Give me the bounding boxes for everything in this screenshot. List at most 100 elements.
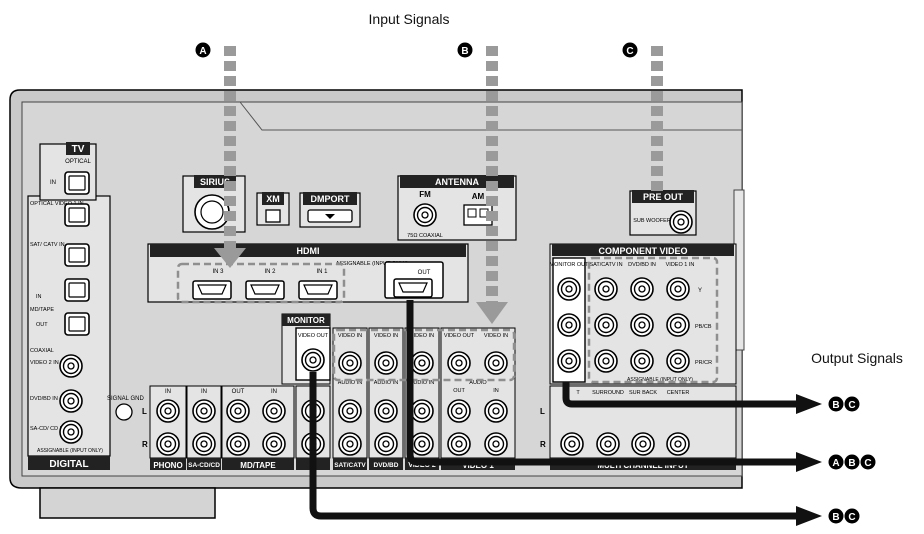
marker-b-letter: B: [461, 46, 468, 57]
tv-label: TV: [72, 144, 85, 155]
sacd-coaxial-port: [60, 421, 82, 443]
hdmi-in1-label: IN 1: [316, 269, 328, 275]
component-dvd-bd-in-label: DVD/BD IN: [628, 262, 656, 268]
video1-video-out-jack: [448, 352, 470, 374]
marker-c: C: [623, 43, 638, 58]
component-sat-pr-jack: [595, 350, 617, 372]
output3-marker-c: C: [848, 512, 855, 523]
md-out-label: OUT: [36, 322, 48, 328]
output1-marker-b: B: [832, 400, 839, 411]
component-sat-y-jack: [595, 278, 617, 300]
fm-label: FM: [419, 190, 431, 199]
component-pr-label: PR/CR: [695, 360, 712, 366]
output1-markers: B C: [829, 397, 860, 412]
am-label: AM: [472, 192, 485, 201]
dvd-bd-video-in-jack: [375, 352, 397, 374]
video1-audio-out-l-jack: [448, 400, 470, 422]
hdmi-in1-port: [299, 281, 337, 299]
sat-catv-analog-label: SAT/CATV: [334, 462, 366, 469]
hdmi-out-port: [394, 279, 432, 297]
component-video1-y-jack: [667, 278, 689, 300]
marker-c-letter: C: [626, 46, 633, 57]
dvd-bd-audio-l-jack: [375, 400, 397, 422]
md-tape-out-l-jack: [227, 400, 249, 422]
md-tape-in-label: IN: [271, 389, 277, 395]
hdmi-in2-label: IN 2: [264, 269, 276, 275]
analog-r-label: R: [142, 440, 148, 449]
component-video-label: COMPONENT VIDEO: [598, 246, 687, 256]
signal-gnd-terminal: [116, 404, 132, 420]
phono-l-jack: [157, 400, 179, 422]
video1-video-in-jack: [485, 352, 507, 374]
output2-markers: A B C: [829, 455, 876, 470]
sat-catv-label: SAT/ CATV IN: [30, 242, 65, 248]
component-y-label: Y: [698, 288, 702, 294]
sat-catv-video-in-jack: [339, 352, 361, 374]
coaxial-label: COAXIAL: [30, 348, 54, 354]
sub-woofer-label: SUB WOOFER: [633, 218, 671, 224]
analog-l-label: L: [142, 407, 147, 416]
sub-woofer-port: [670, 211, 692, 233]
tv-optical-port: [65, 172, 89, 194]
output2-marker-c: C: [864, 458, 871, 469]
md-tape-label: MD/TAPE: [30, 307, 54, 313]
mc-sur-back-label: SUR BACK: [629, 390, 657, 396]
xm-label: XM: [266, 194, 280, 204]
phono-r-jack: [157, 433, 179, 455]
xm-port: [266, 210, 280, 222]
digital-assignable-label: ASSIGNABLE (INPUT ONLY): [37, 448, 103, 454]
video1-video-in-label: VIDEO IN: [484, 333, 508, 339]
output-signals-caption: Output Signals: [811, 350, 903, 366]
mc-center-jack: [667, 433, 689, 455]
component-monitor-out-label: MONITOR OUT: [549, 262, 589, 268]
tv-optical-label: OPTICAL: [65, 159, 91, 165]
video1-audio-in-label: IN: [493, 388, 499, 394]
hdmi-label: HDMI: [297, 246, 320, 256]
hdmi-in2-port: [246, 281, 284, 299]
marker-a: A: [196, 43, 211, 58]
sacd-l-jack: [193, 400, 215, 422]
fm-antenna-port: [414, 204, 436, 226]
phono-in-label: IN: [165, 389, 171, 395]
md-tape-in-l-jack: [263, 400, 285, 422]
video1-audio-out-label: OUT: [453, 388, 465, 394]
md-tape-optical-out-port: [65, 313, 89, 335]
component-video-section: COMPONENT VIDEO MONITOR OUT SAT/CATV IN …: [549, 244, 736, 384]
video2-audio-r-jack: [411, 433, 433, 455]
dmport-label: DMPORT: [311, 194, 350, 204]
video1-audio-out-r-jack: [448, 433, 470, 455]
md-tape-out-r-jack: [227, 433, 249, 455]
component-sat-catv-in-label: SAT/CATV IN: [589, 262, 622, 268]
monitor-video-out-label: VIDEO OUT: [298, 333, 329, 339]
output2-marker-a: A: [832, 458, 839, 469]
marker-b: B: [458, 43, 473, 58]
dvd-bd-coaxial-port: [60, 390, 82, 412]
component-monitor-y-jack: [558, 278, 580, 300]
md-tape-analog-label: MD/TAPE: [240, 461, 276, 470]
mc-front-r-jack: [561, 433, 583, 455]
md-in-label: IN: [36, 294, 42, 300]
sacd-r-jack: [193, 433, 215, 455]
dvd-bd-video-in-label: VIDEO IN: [374, 333, 398, 339]
dvd-bd-label: DVD/BD IN: [30, 396, 58, 402]
mc-surround-label: SURROUND: [592, 390, 624, 396]
component-dvd-pr-jack: [631, 350, 653, 372]
mc-r-label: R: [540, 440, 546, 449]
video1-audio-in-r-jack: [485, 433, 507, 455]
component-pb-label: PB/CB: [695, 324, 712, 330]
dvd-bd-analog-label: DVD/BD: [374, 462, 399, 469]
video1-video-out-label: VIDEO OUT: [444, 333, 475, 339]
marker-a-letter: A: [199, 46, 206, 57]
output3-marker-b: B: [832, 512, 839, 523]
video2-video-in-label: VIDEO IN: [410, 333, 434, 339]
antenna-section: ANTENNA FM 75Ω COAXIAL AM: [398, 175, 516, 240]
hdmi-in3-port: [193, 281, 231, 299]
mc-center-label: CENTER: [667, 390, 690, 396]
component-video1-pb-jack: [667, 314, 689, 336]
component-dvd-y-jack: [631, 278, 653, 300]
hdmi-out-label: OUT: [418, 270, 431, 276]
sat-catv-video-in-label: VIDEO IN: [338, 333, 362, 339]
output2-marker-b: B: [848, 458, 855, 469]
optical-video1-port: [65, 204, 89, 226]
monitor-video-out-jack: [302, 349, 324, 371]
